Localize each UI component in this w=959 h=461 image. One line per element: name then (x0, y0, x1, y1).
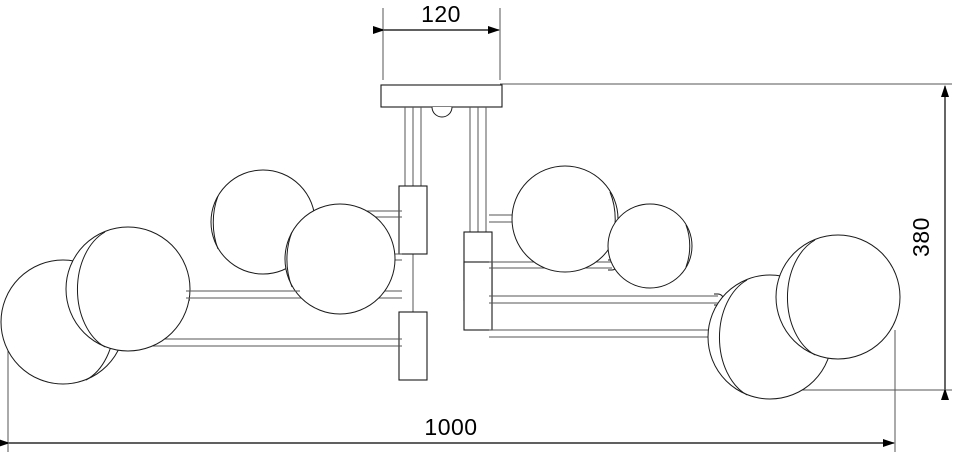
junction-block-upper-left (398, 185, 428, 255)
globe-mid-right-upper (511, 165, 619, 273)
dimension-label-top: 120 (421, 1, 461, 27)
dimension-bottom-1000: 1000 (0, 310, 896, 452)
globe-right-outer (775, 234, 901, 360)
junction-blocks (398, 185, 493, 381)
arm-lower-left (120, 338, 402, 347)
arm-overlay-segments (186, 290, 718, 304)
dimension-top-120: 120 (373, 1, 501, 80)
dimension-label-right: 380 (908, 217, 934, 257)
ceiling-mount-plate (380, 84, 503, 118)
dimension-right-380: 380 (500, 83, 952, 400)
junction-block-lower-left (398, 311, 428, 381)
globe-mid-left-lower (284, 203, 396, 315)
globe-left-inner (65, 226, 191, 352)
globe-mid-right-lower (607, 203, 693, 289)
dimension-label-bottom: 1000 (424, 414, 477, 440)
fixture-assembly (0, 84, 901, 400)
arm-lower-right (489, 327, 728, 340)
junction-block-lower-right (463, 261, 493, 331)
